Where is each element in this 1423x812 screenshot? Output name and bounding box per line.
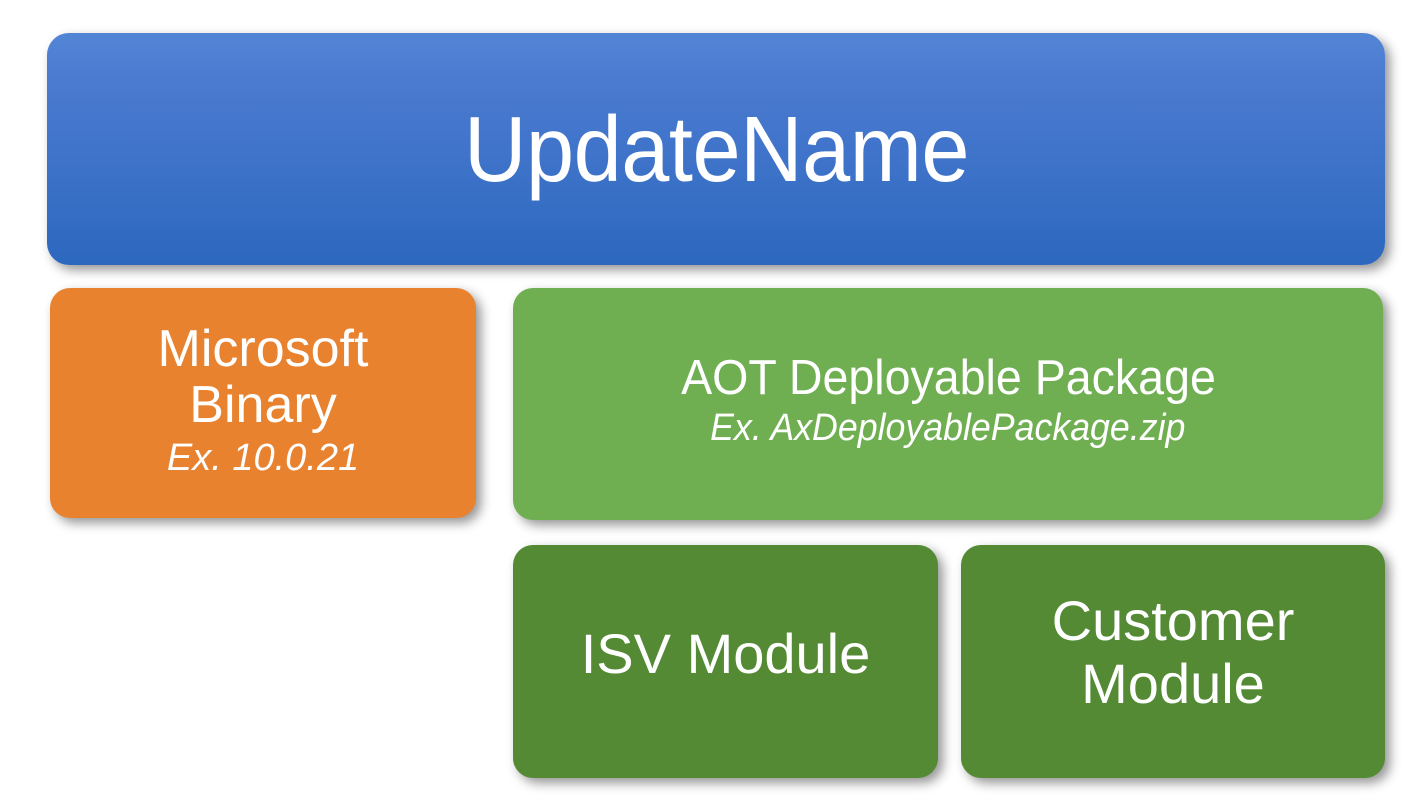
node-aot-deployable-package[interactable]: AOT Deployable Package Ex. AxDeployableP…: [513, 288, 1383, 520]
node-aot-deployable-package-example: Ex. AxDeployablePackage.zip: [710, 406, 1186, 449]
node-microsoft-binary-title-line-1: Microsoft: [157, 320, 369, 378]
node-customer-module-title-line-1: Customer: [1051, 588, 1295, 652]
node-microsoft-binary[interactable]: Microsoft Binary Ex. 10.0.21: [50, 288, 476, 518]
node-isv-module-title: ISV Module: [580, 622, 871, 686]
node-update-name[interactable]: UpdateName: [47, 33, 1385, 265]
node-microsoft-binary-title-line-2: Binary: [189, 376, 337, 435]
node-customer-module-title-line-2: Module: [1081, 651, 1265, 715]
node-customer-module[interactable]: Customer Module: [961, 545, 1385, 778]
node-microsoft-binary-example: Ex. 10.0.21: [166, 437, 360, 480]
node-update-name-label: UpdateName: [463, 96, 969, 201]
node-isv-module[interactable]: ISV Module: [513, 545, 938, 778]
node-aot-deployable-package-title: AOT Deployable Package: [680, 350, 1216, 405]
